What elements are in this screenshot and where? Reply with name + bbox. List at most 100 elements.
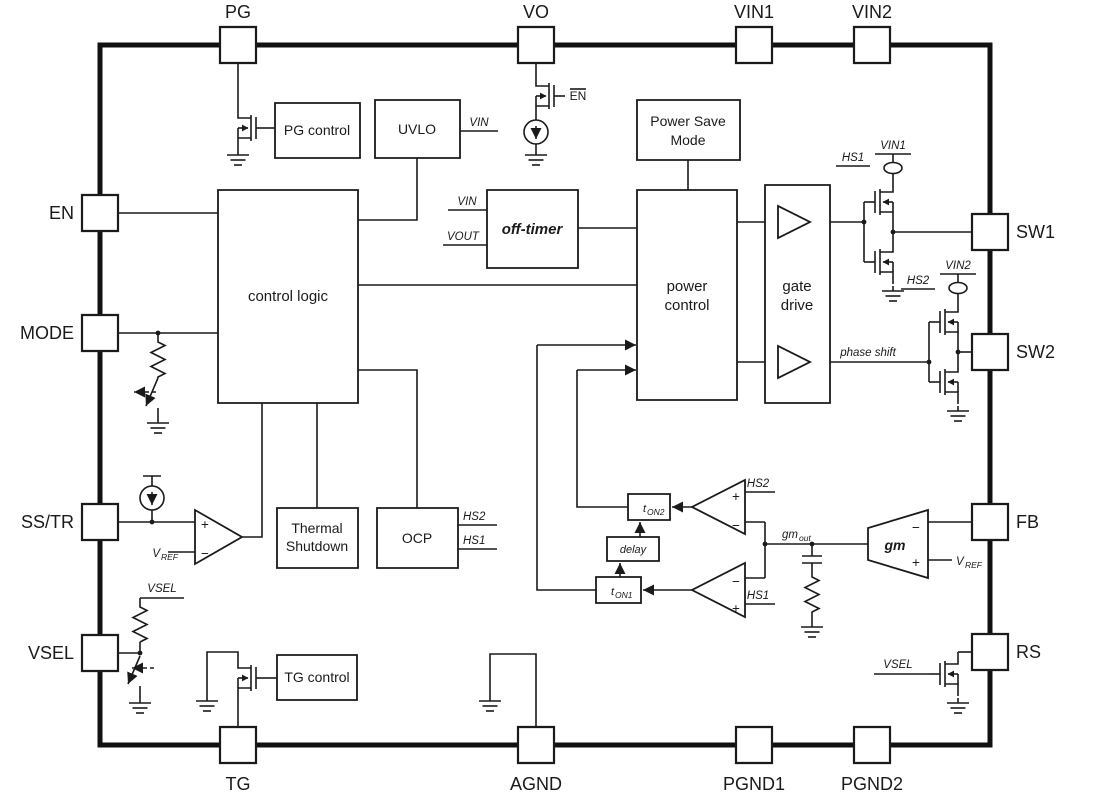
- label-vsel-internal: VSEL: [147, 583, 176, 595]
- pin-label-vo: VO: [523, 2, 549, 22]
- pin-label-vsel: VSEL: [28, 643, 74, 663]
- pin-label-vin1: VIN1: [734, 2, 774, 22]
- wires-bottom: [207, 652, 536, 727]
- block-label-thermal-2: Shutdown: [286, 538, 348, 554]
- mosfet-rs-icon: [928, 651, 959, 697]
- pin-fb: FB: [972, 504, 1039, 540]
- label-hs2-ocp: HS2: [463, 511, 486, 523]
- pin-pg: PG: [220, 2, 256, 63]
- label-hs1-fet: HS1: [842, 152, 864, 164]
- ton2-main: t: [643, 503, 647, 515]
- pin-mode: MODE: [20, 315, 118, 351]
- minus-sign: −: [732, 574, 740, 589]
- gm-label: gm: [884, 537, 906, 553]
- ground-icon: [800, 621, 824, 638]
- minus-sign: −: [732, 518, 740, 533]
- plus-sign: +: [201, 517, 209, 532]
- ground-icon: [881, 285, 905, 302]
- ground-icon: [195, 695, 219, 712]
- pin-pgnd2: PGND2: [841, 727, 903, 794]
- ground-icon: [478, 695, 502, 712]
- label-hs1-comparator: HS1: [747, 590, 769, 602]
- label-vin1-fet: VIN1: [880, 140, 906, 152]
- block-gate-drive: gate drive: [765, 185, 830, 403]
- block-label-power-save-2: Mode: [670, 132, 705, 148]
- label-vin2-fet: VIN2: [945, 260, 971, 272]
- gm-amplifier: − + gm: [868, 510, 928, 578]
- wires-on-timer: [537, 339, 692, 596]
- ton2-sub: ON2: [647, 507, 665, 517]
- block-ocp: OCP: [377, 508, 458, 568]
- block-label-thermal-1: Thermal: [291, 520, 342, 536]
- plus-sign: +: [732, 601, 740, 616]
- ground-icon: [128, 697, 152, 714]
- label-hs2-fet: HS2: [907, 275, 930, 287]
- pin-vin2: VIN2: [852, 2, 892, 63]
- pin-label-sw2: SW2: [1016, 342, 1055, 362]
- ground-icon: [524, 149, 548, 166]
- pin-agnd: AGND: [510, 727, 562, 794]
- block-ton2: t ON2: [628, 494, 670, 520]
- ground-icon: [946, 405, 970, 422]
- plus-sign: +: [912, 555, 920, 570]
- mosfet-hs1-high-icon: [863, 179, 894, 225]
- block-tg-control: TG control: [277, 655, 357, 700]
- switch-icon: [127, 656, 140, 684]
- block-label-gate-drive-2: drive: [781, 297, 814, 314]
- capacitor-icon: [802, 556, 822, 563]
- pin-label-sstr: SS/TR: [21, 512, 74, 532]
- label-gmout-sub: out: [799, 533, 811, 543]
- pin-label-pgnd2: PGND2: [841, 774, 903, 794]
- block-label-power-save-1: Power Save: [650, 113, 726, 129]
- label-vref-ea-main: V: [152, 548, 161, 560]
- block-label-gate-drive-1: gate: [782, 278, 811, 295]
- block-label-power-control-1: power: [667, 278, 708, 295]
- block-label-power-control-2: control: [664, 297, 709, 314]
- mosfet-hs2-high-icon: [928, 299, 959, 345]
- plus-sign: +: [732, 489, 740, 504]
- label-vref-gm-main: V: [956, 556, 965, 568]
- block-thermal-shutdown: Thermal Shutdown: [277, 508, 358, 568]
- pin-sw1: SW1: [972, 214, 1055, 250]
- block-label-tg-control: TG control: [284, 669, 349, 685]
- pin-label-rs: RS: [1016, 642, 1041, 662]
- pin-sw2: SW2: [972, 334, 1055, 370]
- mosfet-hs2-low-icon: [928, 359, 959, 405]
- pin-pgnd1: PGND1: [723, 727, 785, 794]
- block-label-uvlo: UVLO: [398, 121, 436, 137]
- mosfet-vo-discharge-icon: [535, 73, 566, 119]
- block-label-off-timer: off-timer: [502, 221, 564, 238]
- ground-icon: [946, 697, 970, 714]
- ton1-sub: ON1: [615, 590, 633, 600]
- pin-vo: VO: [518, 2, 554, 63]
- label-vref-gm-sub: REF: [965, 560, 983, 570]
- mosfet-hs1-low-icon: [863, 239, 894, 285]
- label-vin-uvlo: VIN: [469, 117, 489, 129]
- vin1-connector-icon: [884, 163, 902, 174]
- label-vin-off-timer: VIN: [457, 196, 477, 208]
- label-gmout-main: gm: [782, 529, 798, 541]
- block-label-ocp: OCP: [402, 530, 432, 546]
- pin-label-sw1: SW1: [1016, 222, 1055, 242]
- label-vout-off-timer: VOUT: [447, 231, 480, 243]
- block-control-logic: control logic: [218, 190, 358, 403]
- pin-label-tg: TG: [226, 774, 251, 794]
- label-hs2-comparator: HS2: [747, 478, 770, 490]
- ground-icon: [226, 149, 250, 166]
- pin-label-vin2: VIN2: [852, 2, 892, 22]
- label-hs1-ocp: HS1: [463, 535, 485, 547]
- pin-tg: TG: [220, 727, 256, 794]
- pin-vin1: VIN1: [734, 2, 774, 63]
- label-vref-ea-sub: REF: [161, 552, 179, 562]
- buffer-icon: [778, 346, 810, 378]
- block-power-save-mode: Power Save Mode: [637, 100, 740, 160]
- resistor-icon: [133, 604, 147, 642]
- junction-dots: [137, 219, 961, 656]
- pin-label-pgnd1: PGND1: [723, 774, 785, 794]
- mosfet-tg-icon: [237, 655, 268, 701]
- resistor-icon: [805, 574, 819, 622]
- block-label-delay: delay: [620, 544, 648, 556]
- signal-labels: VIN VIN VOUT EN VIN1 HS1 VIN2 HS2 phase …: [147, 89, 983, 671]
